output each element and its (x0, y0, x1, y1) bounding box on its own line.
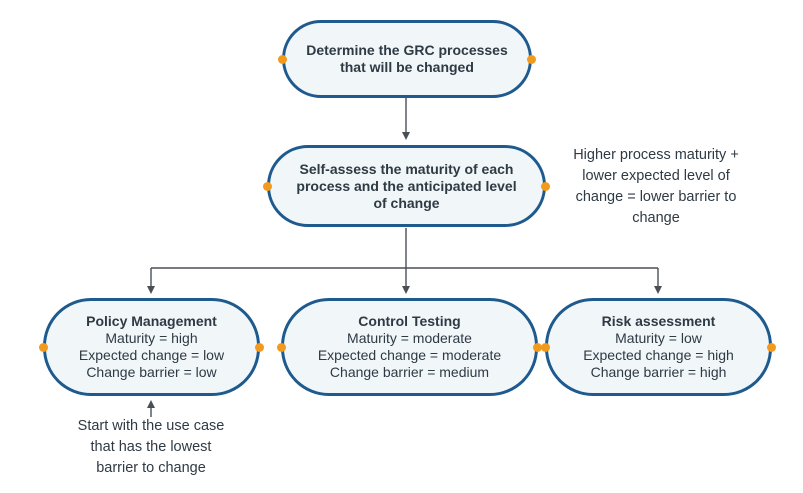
side-note-line-4: change (632, 210, 680, 226)
node-assess-line-3: of change (373, 194, 440, 211)
node-policy-management: Policy Management Maturity = high Expect… (39, 298, 264, 396)
control-testing-maturity: Maturity = moderate (347, 330, 472, 346)
node-assess-line-2: process and the anticipated level (296, 177, 517, 194)
node-self-assess-maturity: Self-assess the maturity of each process… (263, 145, 550, 227)
risk-assessment-change-barrier: Change barrier = high (590, 364, 727, 380)
bottom-note-line-2: that has the lowest (90, 439, 212, 455)
risk-assessment-expected-change: Expected change = high (583, 347, 734, 363)
bottom-note-start-here: Start with the use case that has the low… (52, 416, 250, 479)
node-assess-line-1: Self-assess the maturity of each (299, 160, 514, 177)
bottom-note-line-3: barrier to change (96, 460, 206, 476)
control-testing-change-barrier: Change barrier = medium (329, 364, 490, 380)
control-testing-expected-change: Expected change = moderate (317, 347, 502, 363)
policy-management-maturity: Maturity = high (105, 330, 198, 346)
policy-management-change-barrier: Change barrier = low (86, 364, 217, 380)
side-note-line-2: lower expected level of (582, 168, 730, 184)
node-risk-assessment: Risk assessment Maturity = low Expected … (541, 298, 776, 396)
policy-management-expected-change: Expected change = low (78, 347, 225, 363)
node-determine-line-1: Determine the GRC processes (306, 42, 508, 58)
side-note-line-1: Higher process maturity + (573, 147, 739, 163)
policy-management-title: Policy Management (86, 313, 217, 329)
risk-assessment-title: Risk assessment (601, 313, 716, 329)
bottom-note-line-1: Start with the use case (77, 418, 225, 434)
risk-assessment-maturity: Maturity = low (615, 330, 702, 346)
node-determine-grc-processes: Determine the GRC processes that will be… (278, 20, 536, 98)
node-control-testing: Control Testing Maturity = moderate Expe… (277, 298, 542, 396)
control-testing-title: Control Testing (358, 313, 461, 329)
node-determine-line-2: that will be changed (340, 59, 474, 75)
side-note-line-3: change = lower barrier to (575, 189, 737, 205)
side-note-barrier-rule: Higher process maturity + lower expected… (553, 145, 759, 229)
